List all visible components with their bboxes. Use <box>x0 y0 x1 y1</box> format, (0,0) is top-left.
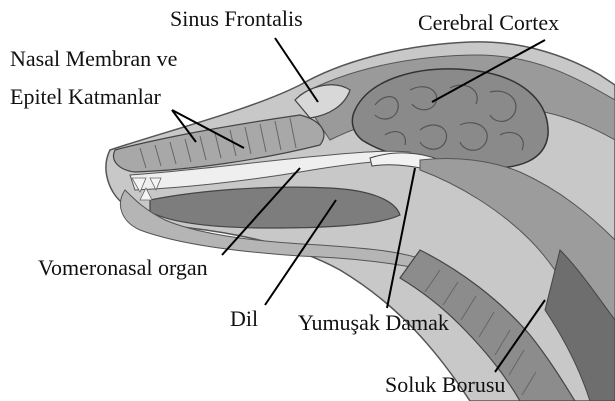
label-sinus-frontalis: Sinus Frontalis <box>170 6 303 31</box>
label-cerebral-cortex: Cerebral Cortex <box>418 10 559 35</box>
label-yumusak-damak: Yumuşak Damak <box>298 310 449 335</box>
label-soluk-borusu: Soluk Borusu <box>385 372 505 397</box>
label-nasal-line2: Epitel Katmanlar <box>10 84 162 109</box>
label-nasal-line1: Nasal Membran ve <box>10 46 177 71</box>
label-vomeronasal: Vomeronasal organ <box>38 255 208 280</box>
label-dil: Dil <box>230 306 258 331</box>
